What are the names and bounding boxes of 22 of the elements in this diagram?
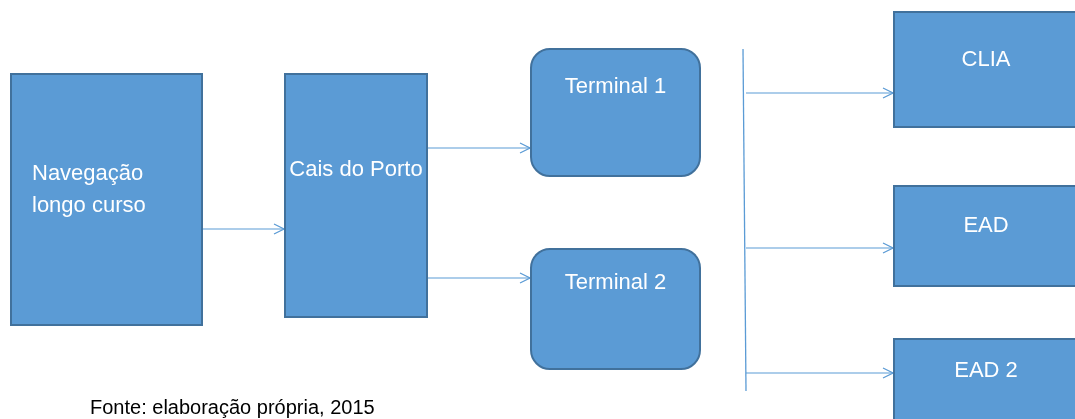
process-box: [10, 73, 203, 326]
box-label: EAD: [962, 211, 1010, 239]
process-box: [284, 73, 428, 318]
process-box: [893, 185, 1075, 287]
box-label: EAD 2: [953, 356, 1019, 384]
arrow: [427, 272, 531, 284]
process-box: [893, 338, 1075, 419]
arrow: [427, 142, 531, 154]
caption: Fonte: elaboração própria, 2015: [90, 396, 375, 419]
divider-bar: [742, 49, 747, 391]
arrow: [745, 367, 894, 379]
box-label: CLIA: [960, 45, 1012, 73]
box-label: Terminal 2: [563, 268, 668, 296]
arrow: [202, 223, 285, 235]
arrow: [745, 242, 894, 254]
box-label: Navegação longo curso: [32, 159, 147, 219]
box-label: Cais do Porto: [288, 155, 424, 183]
box-label: Terminal 1: [563, 72, 668, 100]
arrow: [745, 87, 894, 99]
process-box: [893, 11, 1075, 128]
process-box: [530, 48, 701, 177]
process-box: [530, 248, 701, 370]
